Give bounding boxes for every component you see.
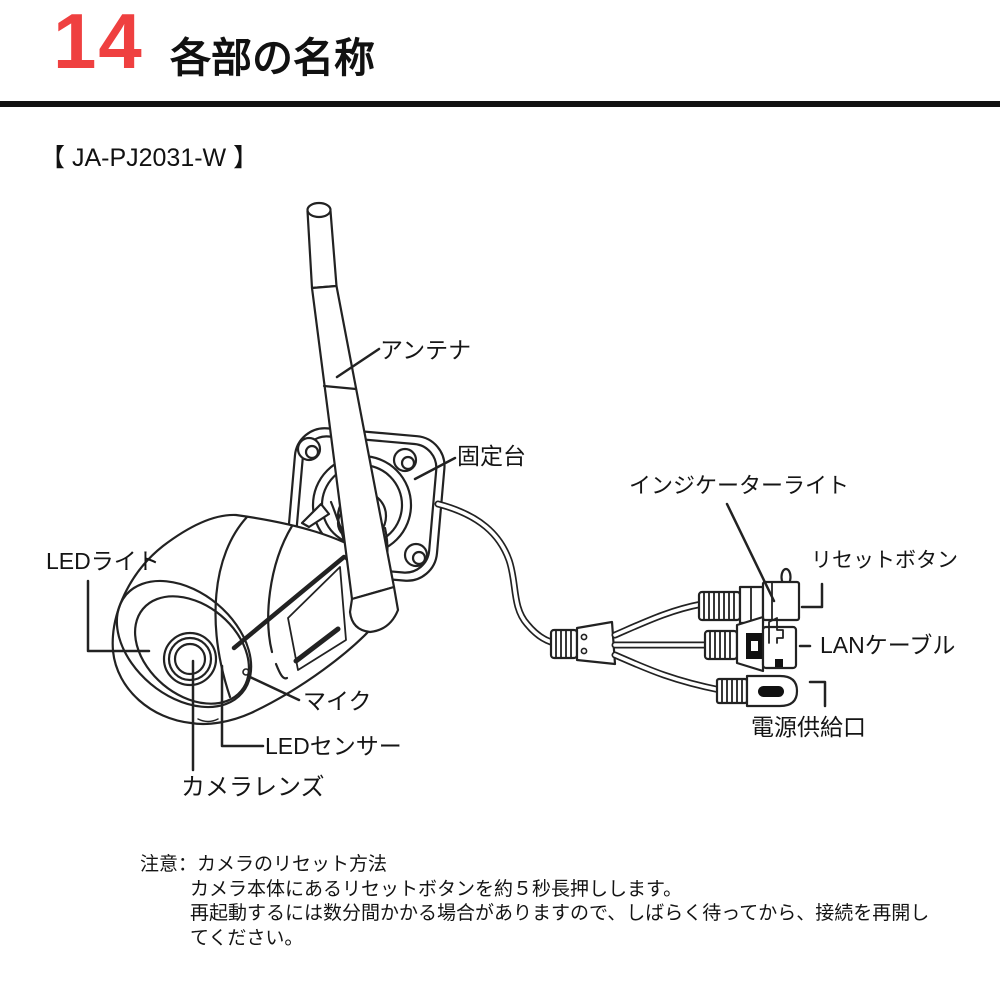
label-reset-button: リセットボタン xyxy=(811,549,958,572)
label-lan-cable: LANケーブル xyxy=(820,632,956,658)
reset-connector-drawing xyxy=(697,567,801,625)
power-connector-drawing xyxy=(715,674,799,708)
label-camera-lens: カメラレンズ xyxy=(181,774,325,801)
label-led-light: LEDライト xyxy=(46,548,160,574)
label-power-port: 電源供給口 xyxy=(751,714,866,740)
leader-lines xyxy=(86,347,827,772)
label-microphone: マイク xyxy=(303,688,372,714)
splitter-drawing xyxy=(549,620,617,666)
microphone-hole xyxy=(242,668,250,676)
mount-base-leader xyxy=(413,456,457,481)
note-line: 再起動するには数分間かかる場合がありますので、しばらく待ってから、接続を再開し xyxy=(190,903,930,925)
led-light-leader xyxy=(86,579,151,653)
note-line: カメラ本体にあるリセットボタンを約５秒長押しします。 xyxy=(190,878,683,900)
lens-drawing xyxy=(162,631,250,687)
led-sensor-leader xyxy=(220,664,265,748)
antenna-drawing xyxy=(306,201,400,634)
model-label: 【 JA-PJ2031-W 】 xyxy=(40,144,259,172)
reset-note: 注意：カメラのリセット方法 カメラ本体にあるリセットボタンを約５秒長押しします。… xyxy=(140,853,929,951)
page-title: 各部の名称 xyxy=(170,35,375,81)
cable-drawing xyxy=(434,500,555,646)
indicator-light-leader xyxy=(725,502,776,603)
note-title: カメラのリセット方法 xyxy=(197,854,388,875)
note-prefix: 注意： xyxy=(140,854,198,875)
label-antenna: アンテナ xyxy=(380,337,472,363)
antenna-leader xyxy=(335,347,381,379)
note-heading: 注意：カメラのリセット方法 xyxy=(140,853,929,878)
branch-cables-drawing xyxy=(611,600,724,694)
label-indicator-light: インジケーターライト xyxy=(629,473,850,498)
reset-button-leader xyxy=(800,582,824,609)
power-port-leader xyxy=(808,680,827,708)
section-number: 14 xyxy=(53,0,144,85)
lan-connector-drawing xyxy=(703,615,798,673)
label-led-sensor: LEDセンサー xyxy=(265,733,402,759)
note-line: てください。 xyxy=(190,927,304,949)
microphone-leader xyxy=(248,675,301,702)
header-divider xyxy=(0,101,1000,107)
label-mount-base: 固定台 xyxy=(457,443,526,469)
